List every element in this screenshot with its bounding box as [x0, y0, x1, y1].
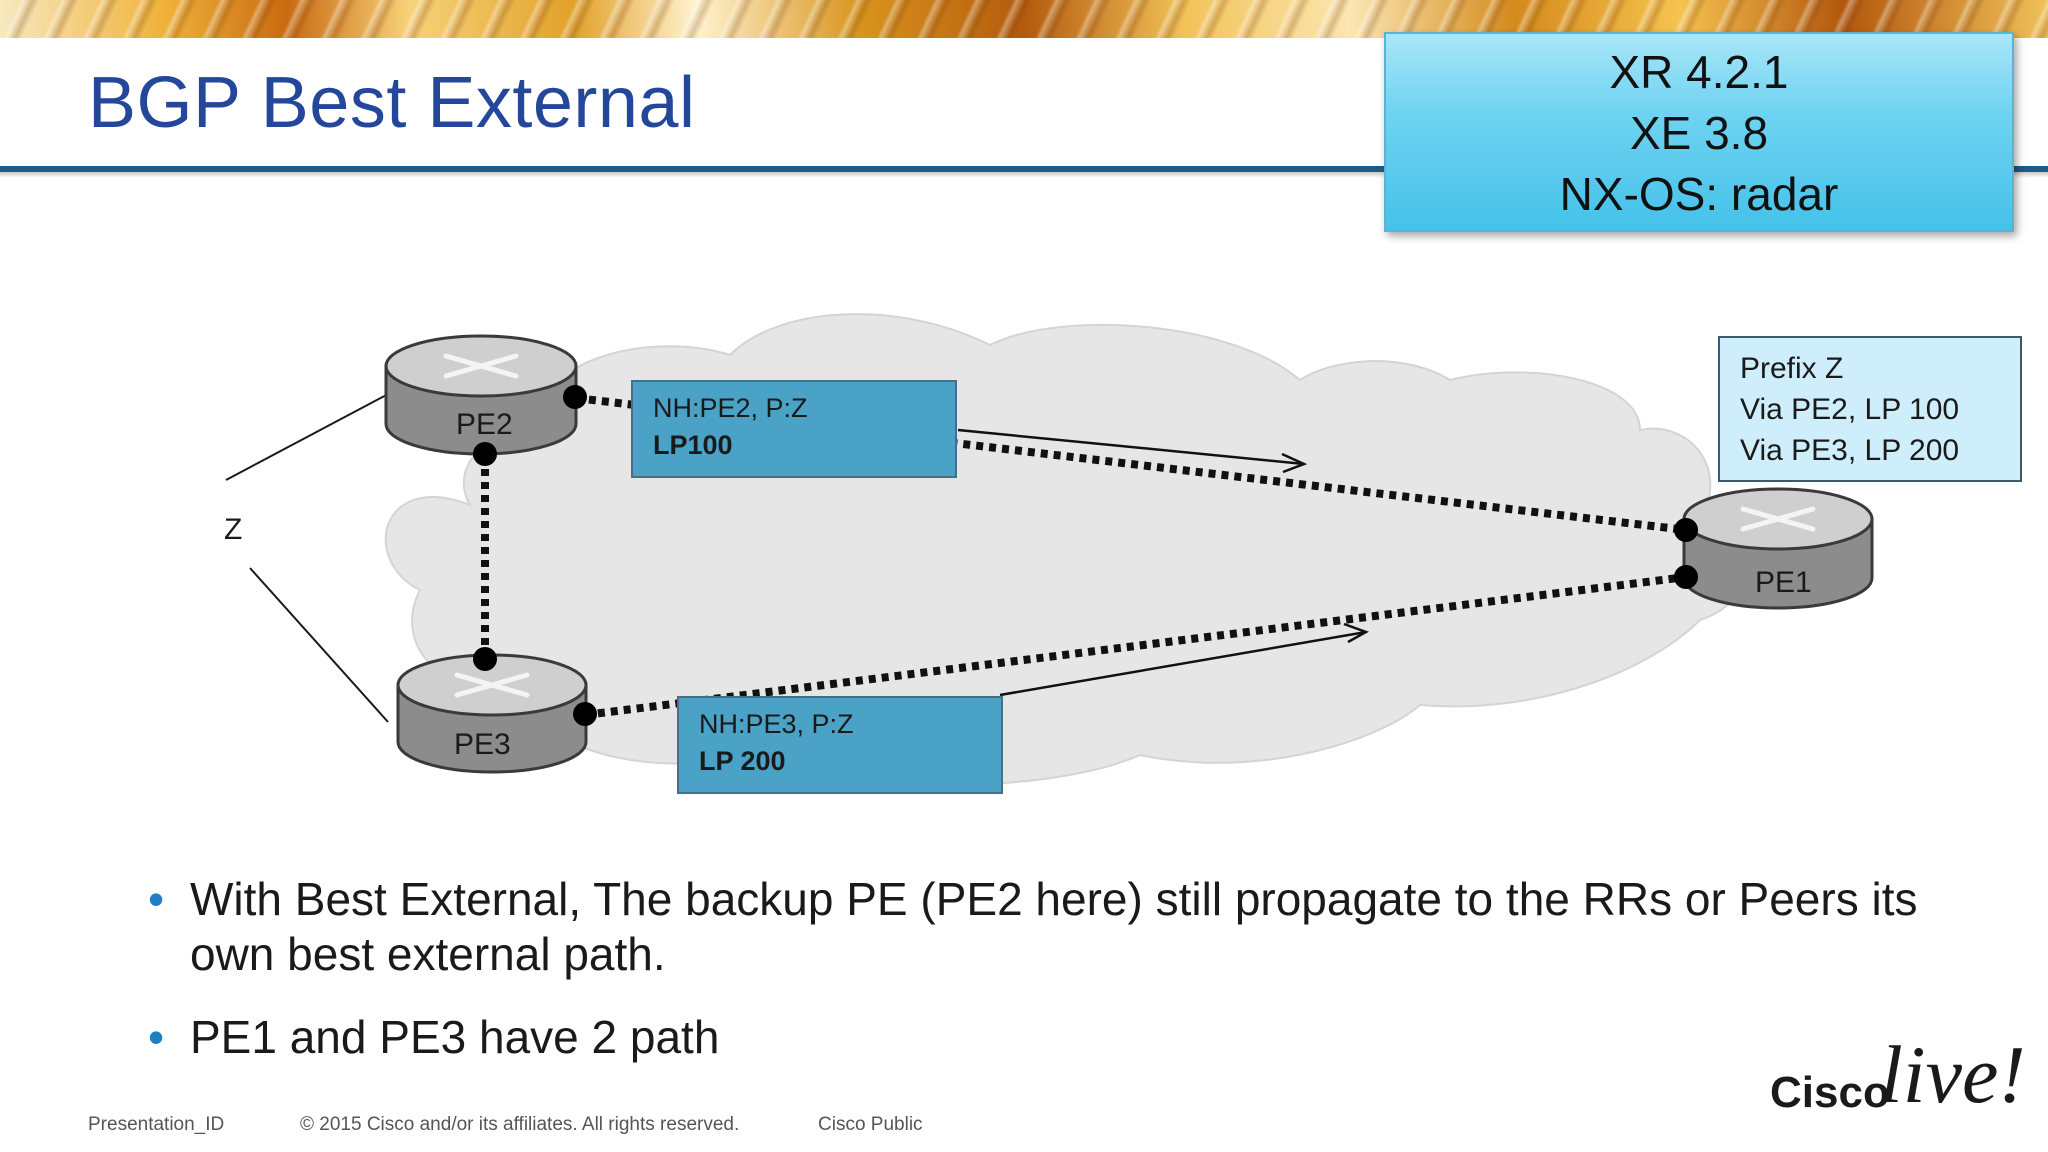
bullet-list: • With Best External, The backup PE (PE2… [148, 872, 1968, 1093]
logo-cisco-text: Cisco [1770, 1068, 1890, 1117]
arrow-pe3-head [1343, 622, 1370, 644]
update-box-pe3-nh: NH:PE3, P:Z [699, 709, 854, 739]
version-line: NX-OS: radar [1559, 168, 1839, 220]
bullet-dot-icon: • [148, 873, 165, 925]
update-box-pe2-lp: LP100 [653, 430, 733, 460]
pe1-table-box: Prefix Z Via PE2, LP 100 Via PE3, LP 200 [1718, 336, 2022, 482]
update-box-pe3: NH:PE3, P:Z LP 200 [677, 696, 1003, 794]
footer-classification: Cisco Public [818, 1114, 923, 1135]
logo-live-text: live! [1880, 1029, 2026, 1120]
header-banner [0, 0, 2048, 38]
title-rule [0, 166, 2048, 172]
bullet-dot-icon: • [148, 1011, 165, 1063]
port-dot-pe2-east [563, 385, 587, 409]
link-pe3-pe1 [584, 573, 1687, 719]
bullet-item: • PE1 and PE3 have 2 path [148, 1010, 1968, 1065]
footer-copyright: © 2015 Cisco and/or its affiliates. All … [300, 1114, 740, 1135]
router-pe1-label: PE1 [1755, 566, 1812, 599]
arrow-pe2-head [1281, 452, 1308, 474]
arrow-pe2-update [957, 428, 1305, 466]
port-dot-pe1-west-bottom [1674, 565, 1698, 589]
update-arrows [957, 428, 1370, 697]
prefix-z-label: Z [224, 513, 243, 546]
router-pe2-label: PE2 [456, 408, 513, 441]
version-line: XE 3.8 [1629, 107, 1769, 159]
update-box-pe3-lp: LP 200 [699, 746, 786, 776]
bullet-text: With Best External, The backup PE (PE2 h… [190, 873, 1918, 980]
slide-title: BGP Best External [88, 63, 696, 143]
footer-presentation-id: Presentation_ID [88, 1114, 225, 1135]
port-dot-pe3-north [473, 647, 497, 671]
port-dot-pe2-south [473, 442, 497, 466]
pe1-table-line: Via PE2, LP 100 [1740, 393, 1960, 426]
z-link-pe2 [225, 391, 393, 481]
router-pe3-label: PE3 [454, 728, 511, 761]
bullet-text: PE1 and PE3 have 2 path [190, 1011, 720, 1063]
version-box: XR 4.2.1 XE 3.8 NX-OS: radar [1384, 32, 2014, 232]
title-rule-shadow [0, 172, 2048, 178]
router-pe2-icon [384, 334, 578, 456]
arrow-pe3-update [999, 630, 1367, 697]
update-box-pe2: NH:PE2, P:Z LP100 [631, 380, 957, 478]
pe1-table-line: Via PE3, LP 200 [1740, 434, 1960, 467]
bullet-item: • With Best External, The backup PE (PE2… [148, 872, 1968, 982]
header-banner-texture [0, 0, 2048, 38]
port-dot-pe1-west-top [1674, 518, 1698, 542]
router-pe1-icon [1682, 487, 1874, 610]
version-line: XR 4.2.1 [1609, 46, 1789, 98]
pe1-table-line: Prefix Z [1740, 352, 1844, 385]
update-box-pe2-nh: NH:PE2, P:Z [653, 393, 808, 423]
port-dot-pe3-east [573, 702, 597, 726]
z-link-pe3 [249, 567, 389, 723]
router-pe3-icon [396, 653, 588, 774]
